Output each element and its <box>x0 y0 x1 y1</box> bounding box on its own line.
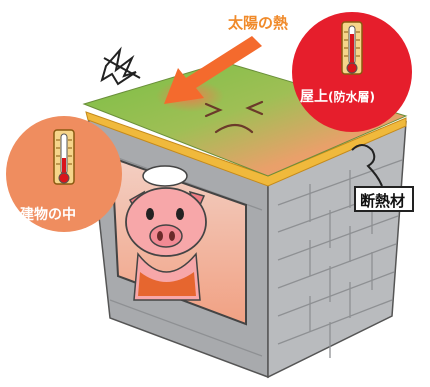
insulation-callout-curl <box>351 144 383 187</box>
indoor-temp-label: 建物の中 <box>20 207 76 223</box>
thermometer-icon <box>341 21 363 75</box>
squiggle-icon <box>100 46 141 86</box>
sun-heat-label: 太陽の熱 <box>228 14 289 32</box>
outdoor-label-sub: (防水層) <box>328 90 375 104</box>
brick-pattern <box>277 159 403 358</box>
hot-face-icon <box>204 100 264 134</box>
insulation-label-box <box>354 186 414 212</box>
outdoor-temp-label: 屋上(防水層) <box>300 86 375 106</box>
pig-icon <box>125 165 207 301</box>
thermometer-icon <box>53 129 75 185</box>
outdoor-label-main: 屋上 <box>300 89 328 105</box>
insulation-label: 断熱材 <box>360 192 406 210</box>
sun-heat-arrow-icon <box>164 36 262 104</box>
